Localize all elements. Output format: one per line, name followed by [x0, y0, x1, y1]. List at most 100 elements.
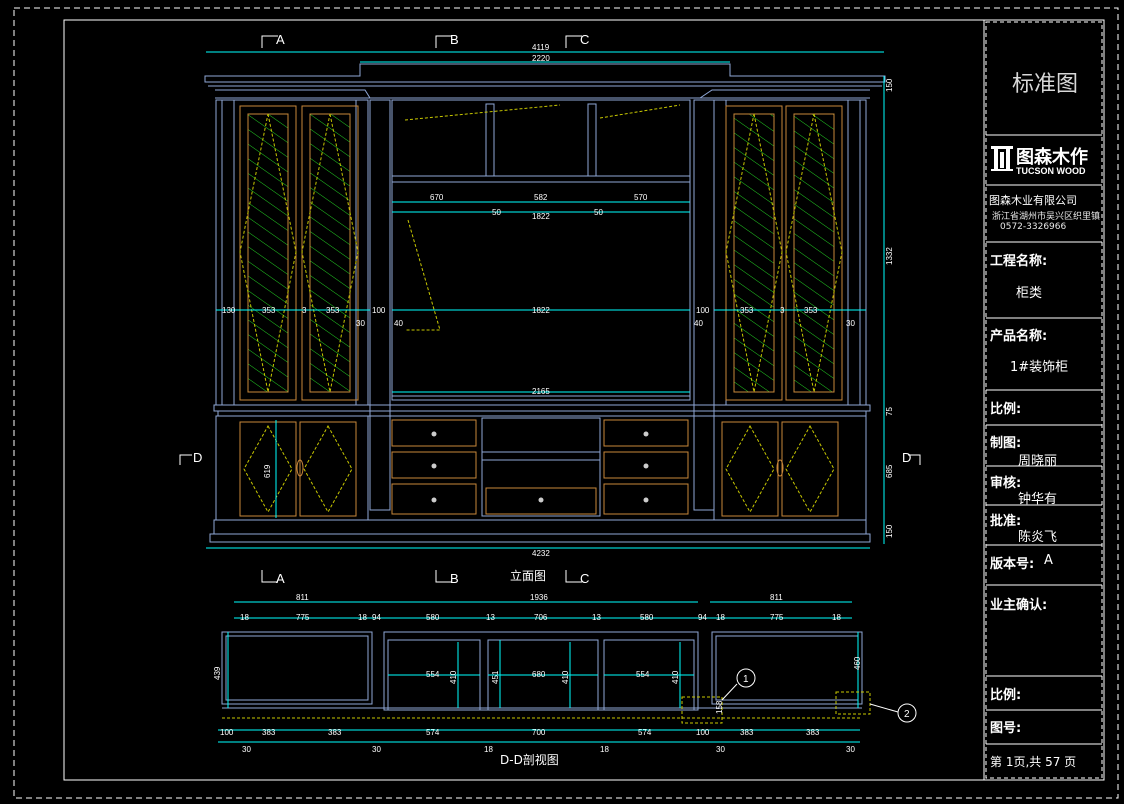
right-cabinet-lower — [713, 415, 867, 521]
marker-b-bottom: B — [450, 571, 459, 586]
dim-col100-left: 100 — [372, 306, 386, 315]
drawing-no-label: 图号: — [990, 721, 1022, 736]
plan-554-a: 554 — [426, 670, 440, 679]
dim-height-plinth: 150 — [885, 524, 894, 538]
reviewer-value: 钟华有 — [1018, 492, 1058, 507]
elevation-view — [204, 63, 886, 543]
plan-b700: 700 — [532, 728, 546, 737]
plan-b30-d: 30 — [846, 745, 855, 754]
left-glass-doors — [239, 105, 359, 401]
plan-b100-b: 100 — [696, 728, 710, 737]
mid-moulding — [213, 404, 871, 417]
plan-b30-b: 30 — [372, 745, 381, 754]
approver-value: 陈炎飞 — [1018, 530, 1058, 545]
section-title: D-D剖视图 — [500, 752, 559, 767]
plan-s18-d: 18 — [832, 613, 841, 622]
plan-580-b: 580 — [640, 613, 654, 622]
plan-b383-d: 383 — [806, 728, 820, 737]
plan-410-c: 410 — [671, 670, 680, 684]
center-drawers — [391, 417, 689, 517]
scale-label: 比例: — [990, 402, 1022, 417]
plan-775-a: 775 — [296, 613, 310, 622]
dim-lower-door: 619 — [263, 464, 272, 478]
dim-right-side: 30 — [846, 319, 855, 328]
dim-shelf-mid: 582 — [534, 193, 548, 202]
cornice — [204, 63, 886, 99]
plan-410-a: 410 — [449, 670, 458, 684]
plinth — [209, 519, 871, 543]
dim-left-gap: 3 — [302, 306, 307, 315]
marker-a-top: A — [276, 32, 285, 47]
marker-d-right: D — [902, 450, 911, 465]
marker-b-top: B — [450, 32, 459, 47]
dim-inner-top: 2220 — [532, 54, 550, 63]
dim-shelf-left: 670 — [430, 193, 444, 202]
plan-s18-a: 18 — [240, 613, 249, 622]
drafter-label: 制图: — [990, 436, 1022, 451]
dim-left-pilaster: 130 — [222, 306, 236, 315]
dim-height-lower: 685 — [885, 464, 894, 478]
dim-right-gap: 3 — [780, 306, 785, 315]
dim-shelf-total: 1822 — [532, 212, 550, 221]
dim-overall-bottom: 4232 — [532, 549, 550, 558]
company-name: 图森木业有限公司 — [989, 194, 1077, 207]
plan-451: 451 — [491, 670, 500, 684]
plan-b383-a: 383 — [262, 728, 276, 737]
section-view — [218, 601, 917, 743]
right-glass-doors — [725, 105, 843, 401]
dim-overall-top: 4119 — [532, 43, 550, 52]
dim-height-mid: 75 — [885, 407, 894, 416]
elevation-dimensions — [206, 51, 885, 549]
plan-94-a: 94 — [372, 613, 381, 622]
dim-gap-left: 50 — [492, 208, 501, 217]
plan-dim-right: 811 — [770, 593, 783, 602]
marker-c-top: C — [580, 32, 589, 47]
drawing-texts: A B C A B C D D 1 2 立面图 D-D剖视图 — [193, 32, 911, 767]
approver-label: 批准: — [990, 514, 1022, 529]
company-address: 浙江省湖州市吴兴区织里镇 — [992, 212, 1101, 222]
marker-c-bottom: C — [580, 571, 589, 586]
plan-b574-a: 574 — [426, 728, 440, 737]
dim-left-door1: 353 — [262, 306, 276, 315]
drafter-value: 周晓丽 — [1018, 454, 1058, 469]
project-label: 工程名称: — [990, 254, 1048, 269]
elevation-title: 立面图 — [510, 568, 546, 583]
plan-right-depth: 460 — [853, 656, 862, 670]
plan-775-b: 775 — [770, 613, 784, 622]
drawing-frame — [13, 7, 1119, 799]
detail-1: 1 — [743, 674, 749, 685]
dim-base: 2165 — [532, 387, 550, 396]
dim-col40-right: 40 — [694, 319, 703, 328]
plan-580-a: 580 — [426, 613, 440, 622]
plan-b100-a: 100 — [220, 728, 234, 737]
version-label: 版本号: — [990, 557, 1035, 572]
center-unit — [369, 99, 715, 511]
plan-554-b: 554 — [636, 670, 650, 679]
dim-opening: 1822 — [532, 306, 550, 315]
standard-drawing-title: 标准图 — [1012, 72, 1079, 97]
brand-name-cn: 图森木作 — [1016, 147, 1088, 168]
plan-13-b: 13 — [592, 613, 601, 622]
plan-b383-c: 383 — [740, 728, 754, 737]
company-phone: 0572-3326966 — [1000, 222, 1067, 232]
dim-col100-right: 100 — [696, 306, 710, 315]
dim-right-door1: 353 — [740, 306, 754, 315]
plan-94-b: 94 — [698, 613, 707, 622]
dim-left-side: 30 — [356, 319, 365, 328]
plan-b18-a: 18 — [484, 745, 493, 754]
plan-b383-b: 383 — [328, 728, 342, 737]
dim-height-cornice: 150 — [885, 78, 894, 92]
plan-b30-c: 30 — [716, 745, 725, 754]
client-confirm-label: 业主确认: — [990, 598, 1048, 613]
detail-2: 2 — [904, 709, 910, 720]
dim-shelf-right: 570 — [634, 193, 648, 202]
marker-a-bottom: A — [276, 571, 285, 586]
dim-height-upper: 1332 — [885, 247, 894, 265]
product-label: 产品名称: — [990, 329, 1048, 344]
plan-dim-left: 811 — [296, 593, 309, 602]
plan-dim-center: 1936 — [530, 593, 548, 602]
left-cabinet-lower — [215, 415, 369, 521]
plan-706: 706 — [534, 613, 548, 622]
title-block-grid — [985, 21, 1103, 779]
